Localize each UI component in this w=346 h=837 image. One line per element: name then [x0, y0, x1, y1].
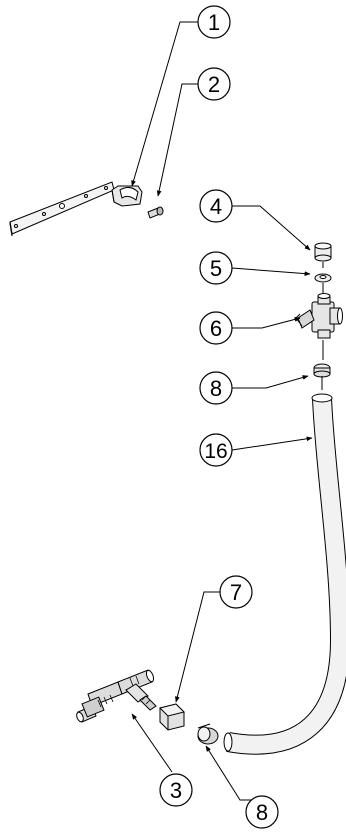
callout-4: 4: [199, 189, 233, 223]
callout-6: 6: [199, 311, 233, 345]
leader-3: [131, 713, 173, 773]
leader-4: [232, 205, 311, 251]
washer: [314, 273, 332, 298]
leader-1: [131, 21, 198, 187]
nut: [159, 703, 185, 731]
tee-connector: [76, 669, 157, 723]
callout-5: 5: [199, 251, 233, 285]
callout-8-top: 8: [199, 371, 233, 405]
leader-6: [232, 317, 301, 329]
callout-3: 3: [159, 773, 193, 807]
pipe-clip: [111, 185, 143, 207]
callout-7-label: 7: [230, 580, 242, 605]
clamp-ring-bottom: [197, 723, 219, 745]
callout-5-label: 5: [210, 256, 222, 281]
callout-16: 16: [199, 433, 233, 467]
callout-8-bottom-label: 8: [256, 800, 268, 825]
callout-4-label: 4: [210, 194, 222, 219]
leader-16: [231, 436, 313, 451]
cap: [314, 242, 332, 268]
callout-8-bottom: 8: [245, 795, 279, 829]
hose: [223, 393, 346, 755]
mounting-bracket: [9, 181, 115, 237]
callout-2-label: 2: [208, 72, 220, 97]
callout-1-label: 1: [208, 10, 220, 35]
leader-lines: [131, 21, 313, 801]
callout-3-label: 3: [170, 778, 182, 803]
leader-8-top: [232, 375, 309, 389]
screw: [147, 206, 164, 219]
callout-7: 7: [219, 575, 253, 609]
leader-5: [231, 267, 311, 276]
callout-16-label: 16: [204, 440, 227, 463]
callout-1: 1: [197, 5, 231, 39]
valve: [295, 293, 343, 339]
clamp-ring-top: [313, 340, 331, 390]
callout-2: 2: [197, 67, 231, 101]
callout-6-label: 6: [210, 316, 222, 341]
leader-7: [175, 591, 220, 703]
leader-2: [156, 83, 198, 197]
callout-8-top-label: 8: [210, 376, 222, 401]
